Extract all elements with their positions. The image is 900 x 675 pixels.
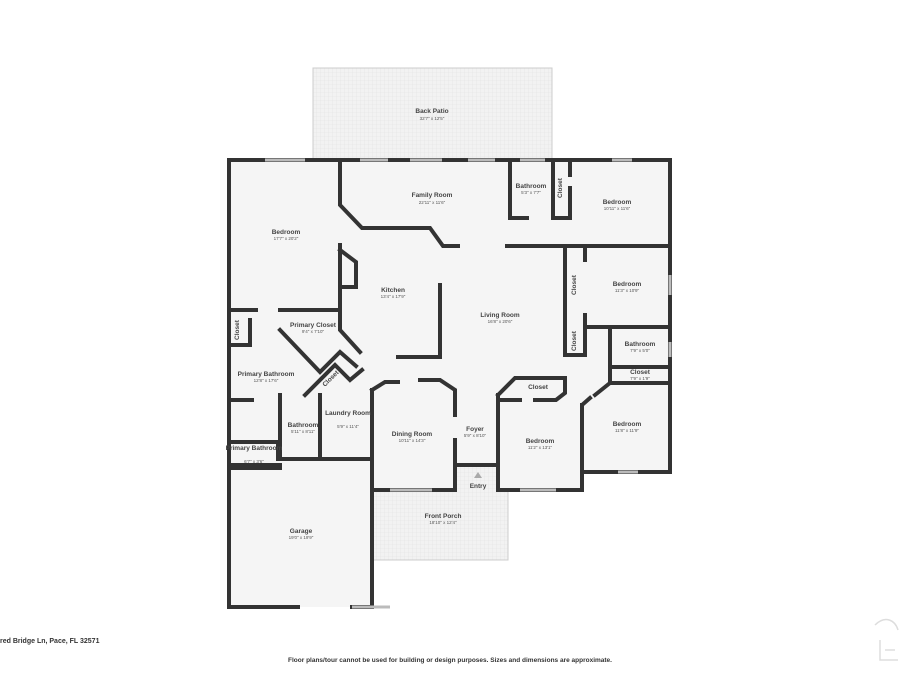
svg-text:17'7" x 20'2": 17'7" x 20'2" [274,236,299,241]
bathroom-label: Bathroom [516,183,547,190]
svg-text:Closet: Closet [630,369,651,376]
svg-text:11'2" x 13'1": 11'2" x 13'1" [528,445,553,450]
svg-text:11'8" x 11'9": 11'8" x 11'9" [615,428,639,433]
kitchen-label: Kitchen [381,287,405,294]
bedroom-label: Bedroom [272,229,301,236]
family-room-label: Family Room [412,192,453,199]
address-text: red Bridge Ln, Pace, FL 32571 [0,638,100,645]
svg-text:5'3" x 7'7": 5'3" x 7'7" [521,190,541,195]
svg-text:7'9" x 5'0": 7'9" x 5'0" [630,348,650,353]
svg-text:12'8" x 17'6": 12'8" x 17'6" [254,378,279,383]
svg-text:5'11" x 8'11": 5'11" x 8'11" [291,429,315,434]
svg-text:19'0" x 19'9": 19'0" x 19'9" [289,535,314,540]
svg-text:10'11" x 11'6": 10'11" x 11'6" [604,206,631,211]
bedroom-label: Bedroom [603,199,632,206]
svg-text:Closet: Closet [571,330,578,351]
svg-text:Primary Bathroom: Primary Bathroom [226,445,283,452]
svg-text:Closet: Closet [234,319,241,340]
bedroom-label: Bedroom [526,438,555,445]
back-patio-label: Back Patio [415,108,448,115]
room-labels: Back Patio 32'7" x 12'5" Family Room 22'… [226,108,656,540]
svg-text:18'10" x 12'4": 18'10" x 12'4" [429,520,457,525]
svg-text:9'4" x 7'10": 9'4" x 7'10" [302,329,325,334]
svg-text:Laundry Room: Laundry Room [325,410,371,417]
svg-text:13'4" x 17'9": 13'4" x 17'9" [381,294,406,299]
svg-text:Primary Bathroom: Primary Bathroom [238,371,295,378]
living-room-label: Living Room [480,312,520,319]
bathroom-label: Bathroom [625,341,656,348]
svg-text:10'11" x 14'3": 10'11" x 14'3" [399,438,426,443]
svg-text:32'7" x 12'5": 32'7" x 12'5" [420,116,445,121]
svg-text:Entry: Entry [470,483,487,490]
back-patio-area [312,67,553,161]
svg-text:5'9" x 8'10": 5'9" x 8'10" [464,433,487,438]
svg-text:Closet: Closet [571,274,578,295]
bedroom-label: Bedroom [613,281,642,288]
disclaimer-text: Floor plans/tour cannot be used for buil… [288,657,612,664]
bedroom-label: Bedroom [613,421,642,428]
svg-text:Foyer: Foyer [466,426,484,433]
svg-text:Closet: Closet [557,177,564,198]
logo-watermark [874,618,899,661]
svg-text:6'7" x 3'6": 6'7" x 3'6" [244,459,264,464]
svg-text:Closet: Closet [528,384,549,391]
svg-text:22'11" x 11'6": 22'11" x 11'6" [419,200,446,205]
svg-text:Front Porch: Front Porch [425,513,462,520]
entry-arrow-icon [474,472,482,478]
svg-text:11'3" x 10'9": 11'3" x 10'9" [615,288,640,293]
garage-label: Garage [290,528,313,535]
svg-text:7'9" x 1'9": 7'9" x 1'9" [630,376,650,381]
svg-text:16'8" x 20'6": 16'8" x 20'6" [488,319,513,324]
dining-room-label: Dining Room [392,431,433,438]
walls [227,158,672,609]
svg-text:Primary Closet: Primary Closet [290,322,337,329]
svg-text:5'9" x 11'4": 5'9" x 11'4" [337,424,359,429]
svg-text:Bathroom: Bathroom [288,422,319,429]
